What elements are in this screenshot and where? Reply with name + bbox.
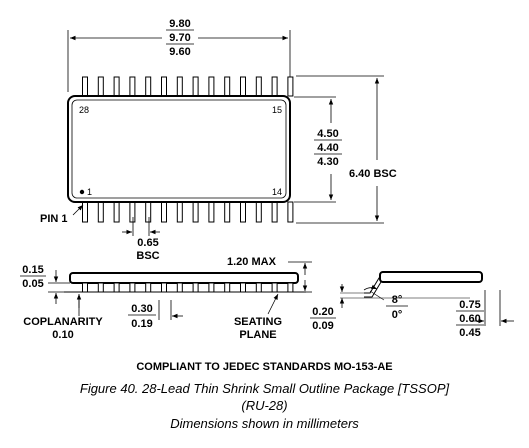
angle-leader bbox=[369, 290, 385, 301]
top-lead bbox=[287, 76, 294, 97]
bottom-lead bbox=[255, 201, 262, 223]
bottom-lead bbox=[161, 201, 167, 223]
side-lead bbox=[82, 282, 88, 293]
top-lead bbox=[113, 76, 120, 97]
body-height-nominal: 4.40 bbox=[317, 142, 338, 154]
end-view: 0.20 0.09 8° 0° 0.75 0.60 0.45 bbox=[310, 271, 514, 339]
end-body-outline bbox=[379, 271, 483, 283]
width-nominal: 9.70 bbox=[169, 32, 190, 44]
side-lead bbox=[287, 282, 294, 293]
side-lead bbox=[255, 282, 262, 293]
bottom-lead bbox=[176, 201, 183, 223]
pitch-value: 0.65 bbox=[137, 237, 158, 249]
lead-width-max: 0.30 bbox=[131, 303, 152, 315]
angle-min: 0° bbox=[392, 309, 403, 321]
bottom-lead bbox=[287, 201, 294, 223]
pin1-callout: PIN 1 bbox=[40, 213, 68, 225]
side-lead bbox=[192, 282, 199, 293]
pin-1-number: 1 bbox=[87, 187, 92, 197]
side-lead bbox=[176, 282, 183, 293]
figure-caption-line1: Figure 40. 28-Lead Thin Shrink Small Out… bbox=[79, 381, 450, 396]
bottom-lead bbox=[145, 201, 152, 223]
top-lead bbox=[255, 76, 262, 97]
standoff-max: 0.15 bbox=[22, 264, 43, 276]
bottom-lead bbox=[113, 201, 120, 223]
side-lead bbox=[145, 282, 152, 293]
foot-min: 0.45 bbox=[459, 327, 480, 339]
bottom-lead bbox=[208, 201, 215, 223]
top-lead bbox=[224, 76, 231, 97]
foot-max: 0.75 bbox=[459, 299, 480, 311]
angle-arc bbox=[363, 284, 378, 291]
side-lead bbox=[208, 282, 215, 293]
coplanarity-value: 0.10 bbox=[52, 329, 73, 341]
side-lead bbox=[97, 282, 104, 293]
plane-label: PLANE bbox=[239, 329, 276, 341]
top-lead bbox=[161, 76, 167, 97]
compliance-note: COMPLIANT TO JEDEC STANDARDS MO-153-AE bbox=[136, 361, 393, 373]
top-lead bbox=[82, 76, 88, 97]
figure-caption-line3: Dimensions shown in millimeters bbox=[170, 416, 359, 431]
top-lead bbox=[145, 76, 152, 97]
side-lead bbox=[161, 282, 167, 293]
side-lead bbox=[271, 282, 278, 293]
top-lead bbox=[208, 76, 215, 97]
side-body-outline bbox=[69, 272, 299, 284]
package-body-inner-outline bbox=[71, 99, 287, 199]
side-view: 0.15 0.05 1.20 MAX COPLANARITY 0.10 0.30… bbox=[20, 256, 312, 341]
top-lead bbox=[176, 76, 183, 97]
pin-14-label: 14 bbox=[272, 187, 282, 197]
body-height-max: 4.50 bbox=[317, 128, 338, 140]
standoff-min: 0.05 bbox=[22, 278, 43, 290]
figure-caption-line2: (RU-28) bbox=[241, 398, 288, 413]
pin-28-label: 28 bbox=[79, 105, 89, 115]
side-lead bbox=[224, 282, 231, 293]
bottom-lead bbox=[82, 201, 88, 223]
side-leads bbox=[82, 282, 294, 293]
width-min: 9.60 bbox=[169, 46, 190, 58]
top-lead bbox=[271, 76, 278, 97]
thickness-max: 0.20 bbox=[312, 306, 333, 318]
seating-plane-leader bbox=[267, 293, 279, 315]
pitch-suffix: BSC bbox=[136, 250, 159, 262]
thickness-min: 0.09 bbox=[312, 320, 333, 332]
lead-width-min: 0.19 bbox=[131, 318, 152, 330]
overall-width-label: 6.40 BSC bbox=[349, 168, 397, 180]
package-body-outline bbox=[67, 95, 291, 203]
top-view: 9.80 9.70 9.60 28 15 1 14 PIN 1 4.50 4.4… bbox=[40, 18, 397, 262]
bottom-lead bbox=[97, 201, 104, 223]
body-height-min: 4.30 bbox=[317, 156, 338, 168]
bottom-lead bbox=[240, 201, 246, 223]
bottom-lead bbox=[129, 201, 136, 223]
pin1-leader bbox=[72, 204, 84, 216]
pin-1-dot-icon bbox=[79, 189, 85, 195]
pin-15-label: 15 bbox=[272, 105, 282, 115]
angle-max: 8° bbox=[392, 294, 403, 306]
coplanarity-label: COPLANARITY bbox=[23, 316, 103, 328]
lead-profile-upper bbox=[364, 281, 382, 298]
side-lead bbox=[129, 282, 136, 293]
top-lead bbox=[240, 76, 246, 97]
top-lead bbox=[192, 76, 199, 97]
width-max: 9.80 bbox=[169, 18, 190, 30]
bottom-lead bbox=[192, 201, 199, 223]
top-lead bbox=[97, 76, 104, 97]
bottom-lead bbox=[224, 201, 231, 223]
side-lead bbox=[113, 282, 120, 293]
side-lead bbox=[240, 282, 246, 293]
seating-label: SEATING bbox=[234, 316, 282, 328]
foot-nominal: 0.60 bbox=[459, 313, 480, 325]
max-height-label: 1.20 MAX bbox=[227, 256, 277, 268]
top-lead bbox=[129, 76, 136, 97]
bottom-lead bbox=[271, 201, 278, 223]
